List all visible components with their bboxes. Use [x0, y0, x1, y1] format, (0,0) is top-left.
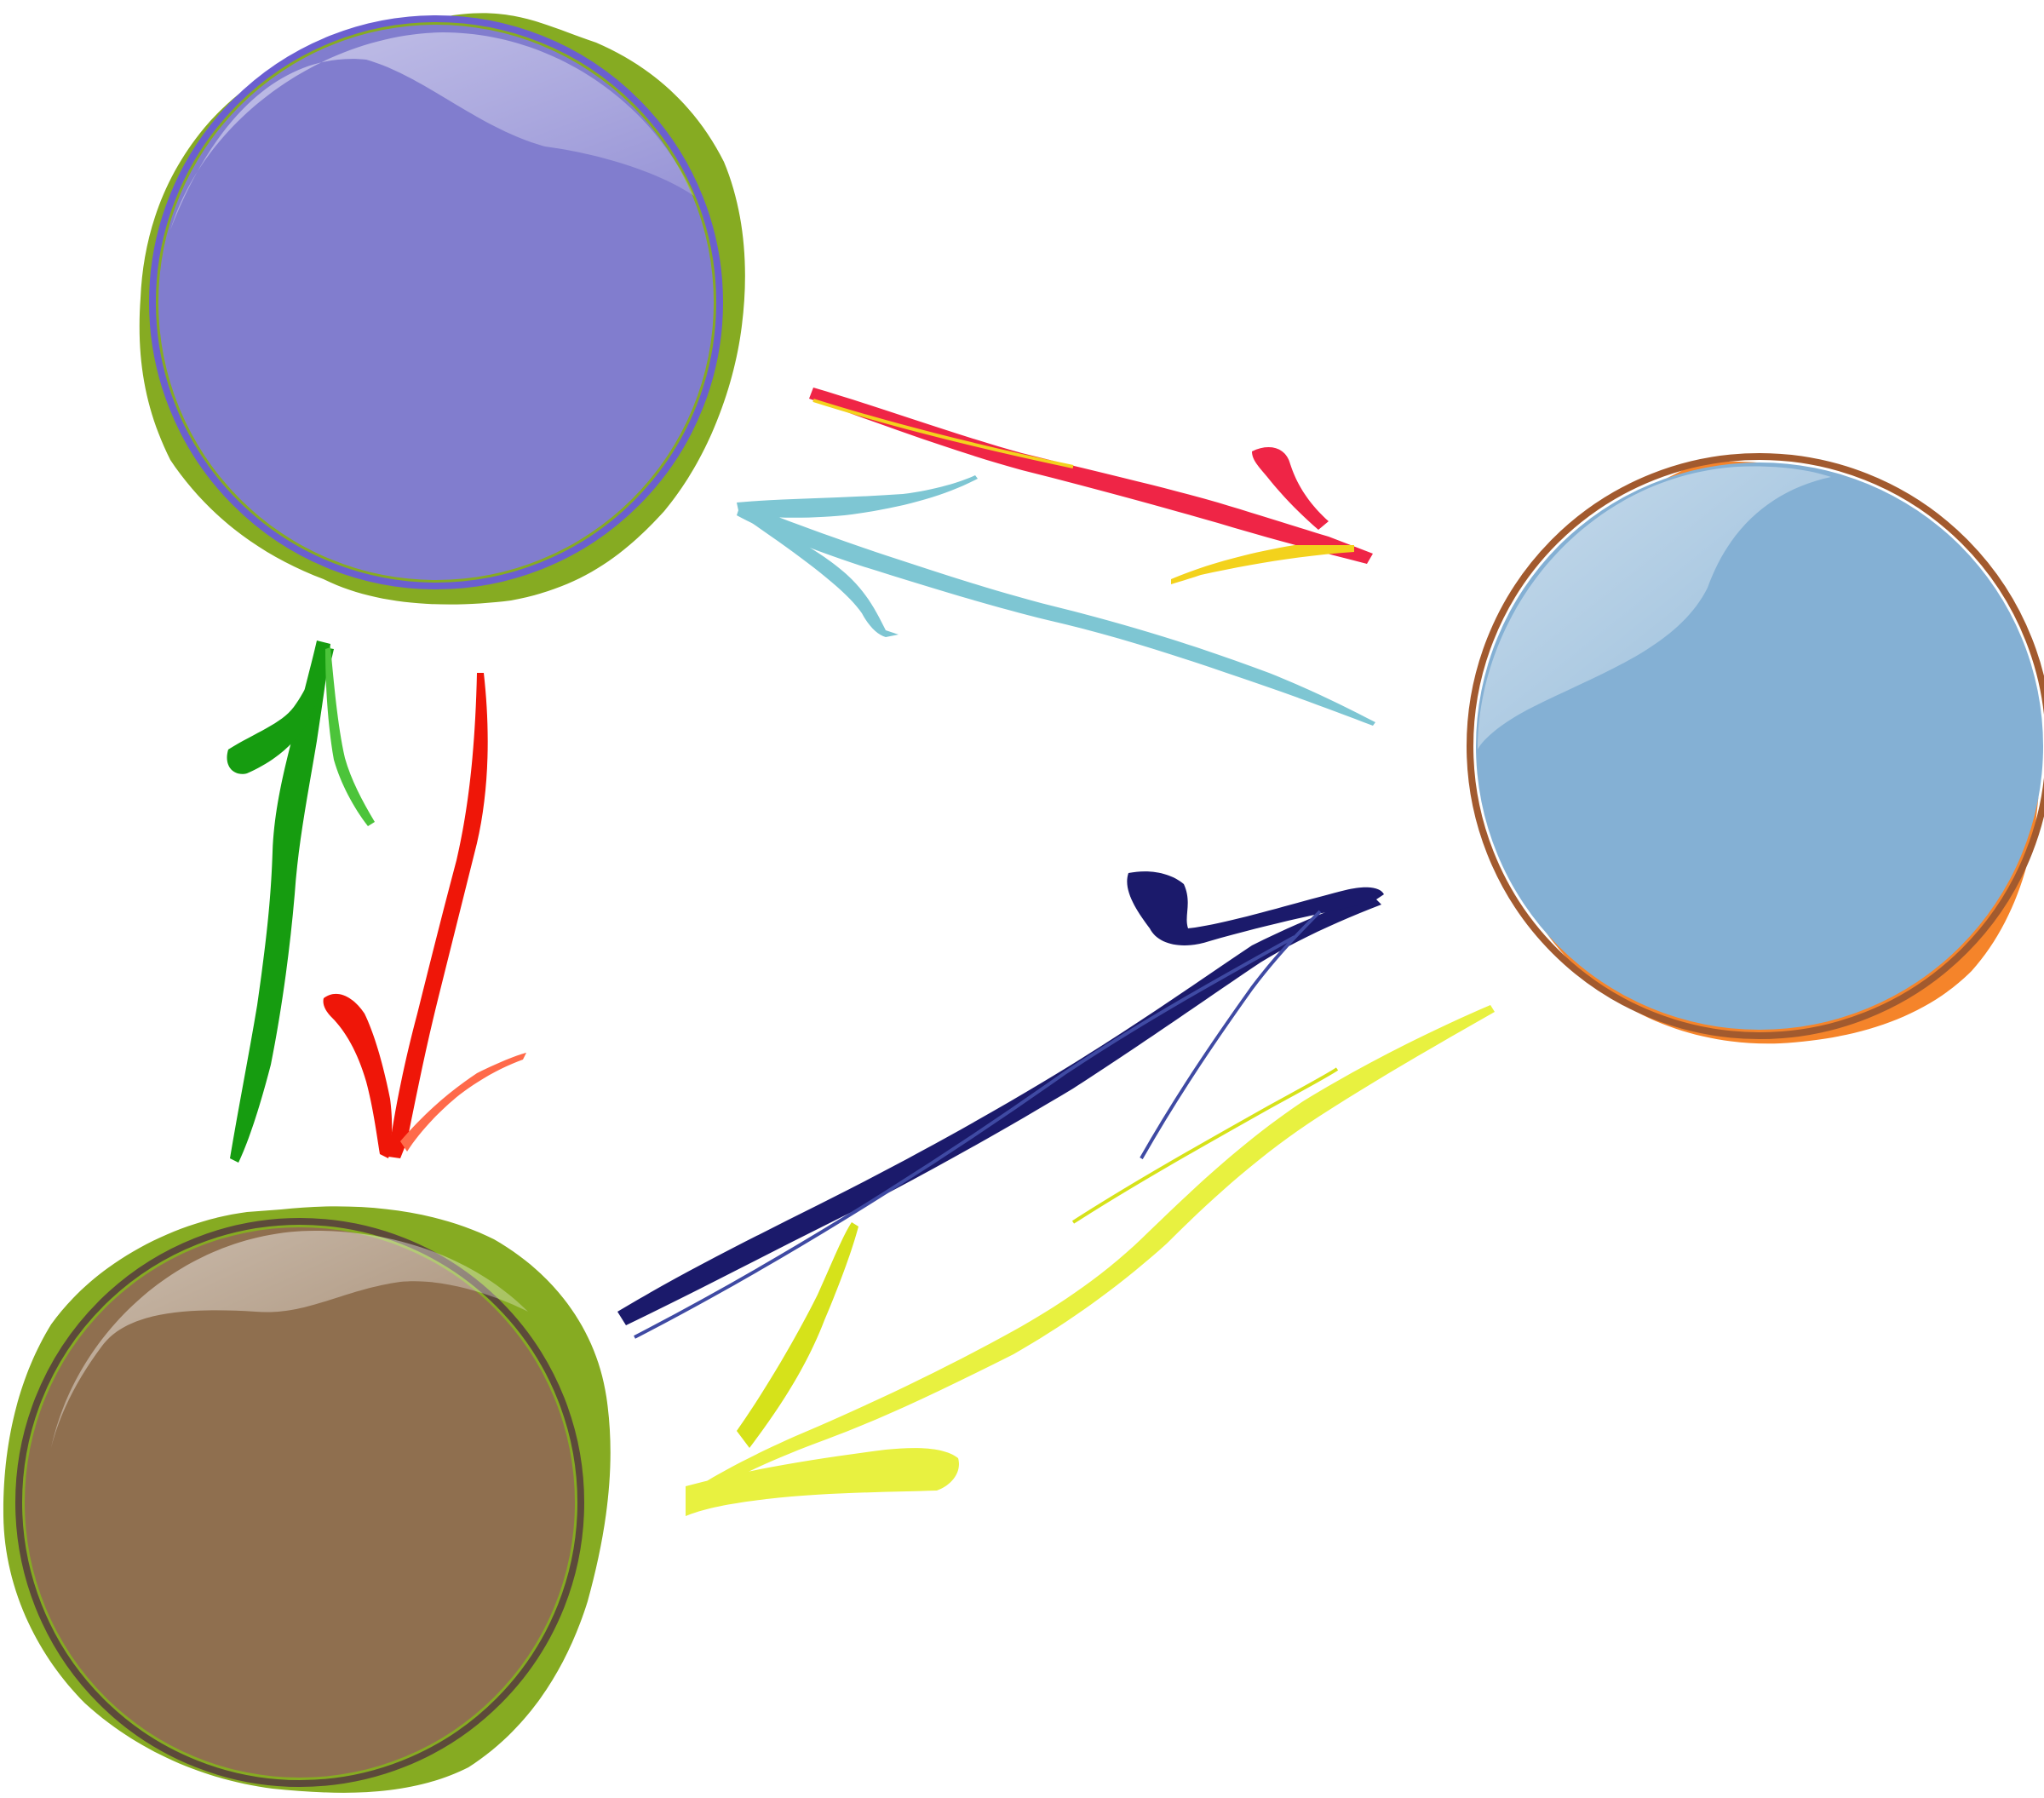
arrow-purple-to-blue-shaft [809, 388, 1373, 564]
node-blue-ring [1467, 453, 2044, 1039]
arrow-purple-to-brown-barb-left [323, 993, 393, 1158]
arrow-blue-to-brown-barb-top [737, 1222, 858, 1448]
node-purple [139, 13, 745, 605]
arrow-brown-to-purple-shaft [230, 641, 330, 1163]
arrow-brown-to-blue-trail [634, 935, 1295, 1339]
arrow-purple-to-brown-barb-right [400, 1053, 526, 1152]
node-purple-ring [149, 15, 723, 589]
arrow-blue-to-brown-shaft [686, 1005, 1495, 1508]
arrow-blue-to-brown-barb-bottom [686, 1448, 959, 1516]
node-brown [3, 1206, 611, 1793]
arrow-blue-to-brown [686, 1005, 1495, 1516]
node-blue-body [1476, 462, 2043, 1030]
node-brown-ring [15, 1218, 584, 1787]
arrow-brown-to-blue-feather [1140, 910, 1322, 1159]
arrow-purple-to-blue [809, 388, 1373, 584]
arrow-purple-to-blue-trail [812, 399, 1074, 468]
arrow-blue-to-purple-barb-bottom [741, 509, 899, 637]
arrow-brown-to-purple-barb-right [325, 647, 375, 826]
arrow-blue-to-purple-shaft [737, 503, 1375, 726]
arrow-purple-to-blue-barb-top [1252, 447, 1329, 530]
node-blue-gloss [1478, 466, 1831, 750]
arrow-blue-to-purple [737, 475, 1375, 726]
node-blue [1467, 453, 2044, 1044]
arrow-blue-to-brown-feather [1071, 1067, 1339, 1224]
arrow-brown-to-purple-barb-left [227, 647, 334, 774]
node-purple-gloss [170, 32, 694, 230]
arrow-brown-to-blue [617, 871, 1384, 1339]
arrow-purple-to-brown-shaft [388, 673, 488, 1158]
arrow-blue-to-purple-barb-top [737, 475, 978, 518]
node-brown-body [25, 1227, 575, 1778]
arrow-brown-to-purple [227, 641, 375, 1163]
arrow-purple-to-brown [323, 673, 526, 1158]
node-purple-body [158, 25, 714, 580]
node-brown-gloss [51, 1231, 528, 1448]
arrow-brown-to-blue-shaft [617, 894, 1381, 1325]
arrow-purple-to-blue-barb-bottom [1171, 545, 1354, 584]
arrow-brown-to-blue-barb-top [1127, 871, 1384, 945]
